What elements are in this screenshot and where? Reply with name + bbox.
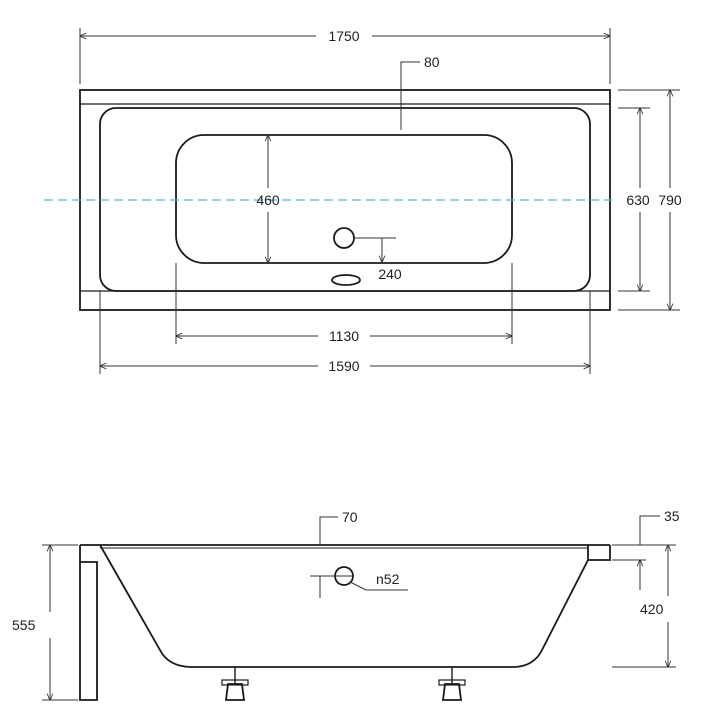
dim-overflow-diameter: n52 xyxy=(376,571,400,587)
side-foot-left xyxy=(224,683,246,701)
inner-floor xyxy=(175,134,513,264)
dim-overall-depth: 790 xyxy=(658,192,682,208)
dim-basin-length: 1590 xyxy=(328,358,359,374)
top-view xyxy=(79,89,611,311)
dim-lip-height: 35 xyxy=(664,508,680,524)
side-rim-lip xyxy=(588,545,611,561)
side-dimension-labels: 70 35 n52 555 420 xyxy=(12,508,680,633)
dim-depth: 420 xyxy=(640,601,664,617)
dim-inner-width: 460 xyxy=(256,192,280,208)
dim-drain-offset: 240 xyxy=(378,266,402,282)
top-dimension-labels: 1750 80 460 630 790 240 1130 1590 xyxy=(256,28,682,374)
dim-height: 555 xyxy=(12,617,36,633)
side-front-panel xyxy=(79,545,98,701)
side-basin-profile xyxy=(99,544,589,668)
dim-overall-length: 1750 xyxy=(328,28,359,44)
dim-inner-length: 1130 xyxy=(329,328,359,344)
top-dimensions xyxy=(80,28,680,374)
side-view xyxy=(79,544,611,701)
dim-rim-thickness: 70 xyxy=(342,509,358,525)
side-dimensions xyxy=(42,515,676,700)
dim-inner-depth: 630 xyxy=(626,192,650,208)
side-foot-right xyxy=(441,683,463,701)
dim-rim-width: 80 xyxy=(424,54,440,70)
overflow-icon xyxy=(331,274,361,286)
drain-icon xyxy=(333,227,355,249)
